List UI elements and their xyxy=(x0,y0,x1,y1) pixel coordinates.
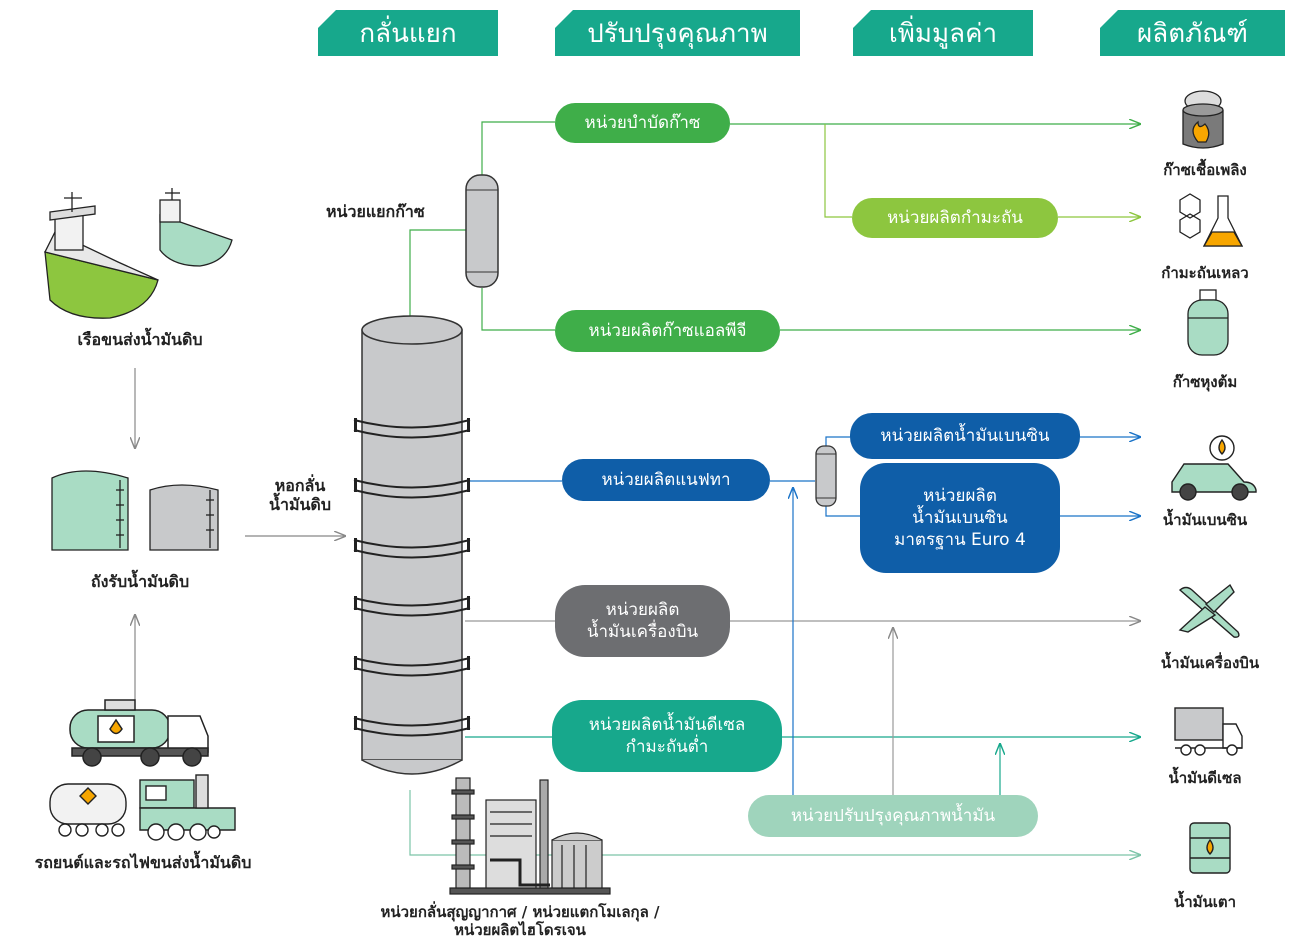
product-fuel-gas: ก๊าซเชื้อเพลิง xyxy=(1163,161,1247,179)
flask-icon xyxy=(1179,193,1244,247)
label-gas-separator: หน่วยแยกก๊าซ xyxy=(326,202,425,221)
unit-lpg: หน่วยผลิตก๊าซแอลพีจี xyxy=(555,310,780,352)
storage-tank-icon xyxy=(51,470,219,551)
gas-separator-icon xyxy=(465,174,499,288)
factory-icon xyxy=(449,777,611,895)
unit-jet: หน่วยผลิต น้ำมันเครื่องบิน xyxy=(555,585,730,657)
fuel-drum-icon xyxy=(1182,90,1224,149)
unit-upgrading: หน่วยปรับปรุงคุณภาพน้ำมัน xyxy=(748,795,1038,837)
unit-gasoline-euro4: หน่วยผลิต น้ำมันเบนซิน มาตรฐาน Euro 4 xyxy=(860,463,1060,573)
header-value-added: เพิ่มมูลค่า xyxy=(853,10,1033,56)
train-icon xyxy=(49,774,236,841)
tanker-truck-icon xyxy=(69,699,209,767)
header-upgrading: ปรับปรุงคุณภาพ xyxy=(555,10,800,56)
oil-drum-icon xyxy=(1189,822,1231,874)
airplane-icon xyxy=(1178,583,1240,638)
product-gasoline: น้ำมันเบนซิน xyxy=(1162,511,1248,529)
label-land-transport: รถยนต์และรถไฟขนส่งน้ำมันดิบ xyxy=(34,853,252,872)
distillation-tower-icon xyxy=(353,315,471,775)
product-liquid-sulphur: กำมะถันเหลว xyxy=(1161,264,1249,282)
label-vacuum-units: หน่วยกลั่นสุญญากาศ / หน่วยแตกโมเลกุล / ห… xyxy=(380,903,660,939)
product-fuel-oil: น้ำมันเตา xyxy=(1173,893,1237,911)
product-diesel: น้ำมันดีเซล xyxy=(1168,769,1242,787)
unit-gas-treating: หน่วยบำบัดก๊าซ xyxy=(555,103,730,143)
header-products: ผลิตภัณฑ์ xyxy=(1100,10,1285,56)
label-crude-ships: เรือขนส่งน้ำมันดิบ xyxy=(77,330,203,349)
truck-icon xyxy=(1174,707,1243,756)
label-crude-tanks: ถังรับน้ำมันดิบ xyxy=(90,572,190,591)
ship-icon xyxy=(44,188,233,319)
unit-gasoline: หน่วยผลิตน้ำมันเบนซิน xyxy=(850,413,1080,459)
flow-lines xyxy=(135,122,1140,855)
product-lpg: ก๊าซหุงต้ม xyxy=(1172,373,1238,391)
unit-naphtha: หน่วยผลิตแนฟทา xyxy=(562,459,770,501)
unit-sulphur: หน่วยผลิตกำมะถัน xyxy=(852,198,1058,238)
car-icon xyxy=(1171,435,1257,501)
header-distillation: กลั่นแยก xyxy=(318,10,498,56)
unit-diesel: หน่วยผลิตน้ำมันดีเซล กำมะถันต่ำ xyxy=(552,700,782,772)
label-distillation-tower: หอกลั่น น้ำมันดิบ xyxy=(269,476,331,515)
naphtha-separator-icon xyxy=(815,445,837,507)
product-jet-fuel: น้ำมันเครื่องบิน xyxy=(1160,654,1260,672)
gas-cylinder-icon xyxy=(1187,289,1229,356)
